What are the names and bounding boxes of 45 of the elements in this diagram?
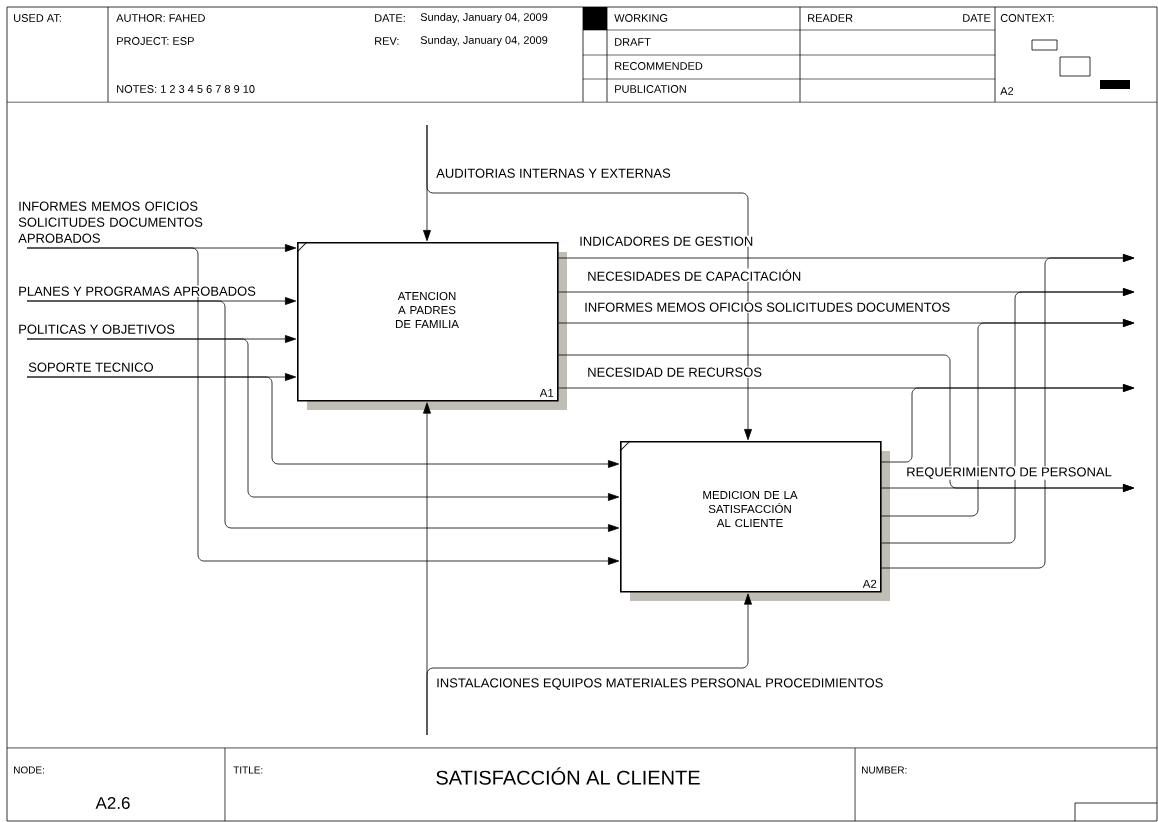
form-label: AUTHOR: FAHED xyxy=(116,14,205,22)
edge-label: INFORMES MEMOS OFICIOS SOLICITUDES DOCUMENTOS xyxy=(583,301,952,313)
edge-label: REQUERIMIENTO DE PERSONAL xyxy=(905,466,1113,480)
arrow xyxy=(26,300,620,532)
edge-label: NECESIDADES DE CAPACITACIÓN xyxy=(586,268,803,282)
edge-label: POLITICAS Y OBJETIVOS xyxy=(17,323,176,335)
edge-label: AUDITORIAS INTERNAS Y EXTERNAS xyxy=(435,167,672,179)
arrow xyxy=(26,338,620,501)
arrow xyxy=(426,124,752,441)
form-label: USED AT: xyxy=(14,14,61,22)
arrow xyxy=(26,247,620,565)
edge-label: INDICADORES DE GESTION xyxy=(578,235,755,247)
activity-box: ATENCION A PADRES DE FAMILIA A1 xyxy=(296,241,567,410)
form-label: A2 xyxy=(1000,87,1014,95)
edge-label: INFORMES MEMOS OFICIOS SOLICITUDES DOCUMENTOS APROBADOS xyxy=(17,200,220,244)
form-label: PROJECT: ESP xyxy=(117,37,194,45)
edge-label: PLANES Y PROGRAMAS APROBADOS xyxy=(17,285,257,297)
arrow xyxy=(426,593,752,736)
form-label: REV: xyxy=(375,37,399,45)
arrow xyxy=(881,319,1135,517)
form-label: A2.6 xyxy=(95,797,130,810)
form-label: Sunday, January 04, 2009 xyxy=(420,12,548,24)
form-label: TITLE: xyxy=(233,766,263,774)
arrow xyxy=(26,376,620,468)
form-label: WORKING xyxy=(614,14,668,22)
form-label: CONTEXT: xyxy=(1000,14,1054,22)
form-label: DATE xyxy=(963,14,991,22)
form-label: NOTES: 1 2 3 4 5 6 7 8 9 10 xyxy=(117,85,255,93)
arrow xyxy=(558,354,1135,492)
form-label: PUBLICATION xyxy=(615,85,686,93)
arrow xyxy=(881,254,1135,569)
activity-box: MEDICION DE LA SATISFACCIÓN AL CLIENTE A2 xyxy=(619,440,890,601)
edge-label: INSTALACIONES EQUIPOS MATERIALES PERSONAL PROCEDIMIENTOS xyxy=(435,677,885,691)
form-label: NODE: xyxy=(14,766,44,774)
form-label: DATE: xyxy=(375,14,405,22)
arrow xyxy=(881,288,1135,544)
title: SATISFACCIÓN AL CLIENTE xyxy=(436,767,700,785)
form-label: Sunday, January 04, 2009 xyxy=(420,35,548,47)
form-label: DRAFT xyxy=(615,38,651,46)
form-label: READER xyxy=(808,14,853,22)
form-label: NUMBER: xyxy=(862,766,907,774)
edge-label: SOPORTE TECNICO xyxy=(27,361,155,373)
arrow xyxy=(881,384,1135,463)
form-label: RECOMMENDED xyxy=(615,62,703,70)
edge-label: NECESIDAD DE RECURSOS xyxy=(586,366,763,378)
